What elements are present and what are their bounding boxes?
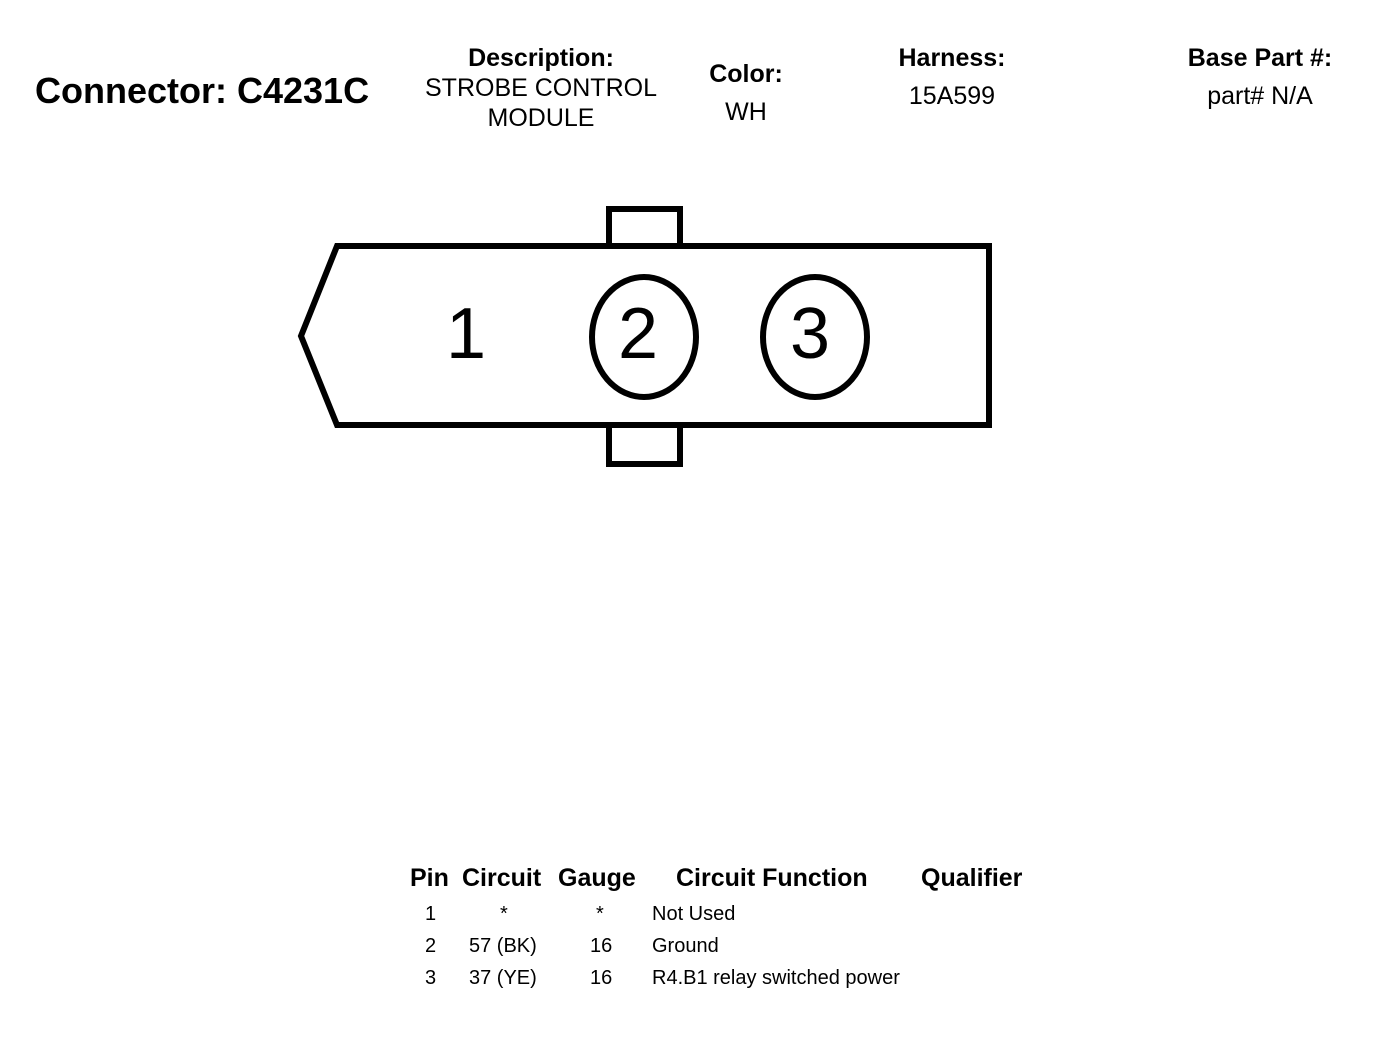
pin-2-label: 2 xyxy=(618,294,658,374)
description-line-1: STROBE CONTROL xyxy=(425,74,657,102)
harness-label: Harness: xyxy=(898,44,1006,72)
table-row-1-circuit: * xyxy=(500,903,508,925)
description-line-2: MODULE xyxy=(487,104,595,132)
table-header-pin: Pin xyxy=(410,864,449,892)
table-row-1-function: Not Used xyxy=(652,903,736,925)
harness-block: Harness: 15A599 xyxy=(872,43,1032,111)
table-row-3-pin: 3 xyxy=(425,967,437,989)
table-row-2-gauge: 16 xyxy=(590,935,613,957)
connector-body xyxy=(297,243,992,428)
top-lock-tab xyxy=(606,206,683,246)
table-row-1-pin: 1 xyxy=(425,903,437,925)
table-header-gauge: Gauge xyxy=(558,864,636,892)
table-header-qualifier: Qualifier xyxy=(921,864,1023,892)
pin-2-circle xyxy=(589,274,699,400)
connector-title: Connector: C4231C xyxy=(35,70,370,111)
harness-value: 15A599 xyxy=(908,82,996,110)
table-row-2-pin: 2 xyxy=(425,935,437,957)
pin-1-label: 1 xyxy=(446,294,486,374)
pin-3-label: 3 xyxy=(790,294,830,374)
table-header-circuit: Circuit xyxy=(462,864,542,892)
table-header-function: Circuit Function xyxy=(676,864,868,892)
table-row-3-gauge: 16 xyxy=(590,967,613,989)
color-block: Color: WH xyxy=(698,59,794,127)
table-row-3-function: R4.B1 relay switched power xyxy=(652,967,900,989)
description-label: Description: xyxy=(468,44,614,72)
table-row-3-circuit: 37 (YE) xyxy=(469,967,537,989)
bottom-lock-tab xyxy=(606,425,683,467)
color-value: WH xyxy=(725,98,767,126)
table-row-1-gauge: * xyxy=(596,903,604,925)
pin-3-circle xyxy=(760,274,870,400)
table-row-2-function: Ground xyxy=(652,935,719,957)
color-label: Color: xyxy=(709,60,783,88)
base-part-label: Base Part #: xyxy=(1187,44,1333,72)
base-part-block: Base Part #: part# N/A xyxy=(1160,43,1360,111)
description-block: Description: STROBE CONTROL MODULE xyxy=(405,43,677,133)
base-part-value: part# N/A xyxy=(1207,82,1313,110)
table-row-2-circuit: 57 (BK) xyxy=(469,935,537,957)
